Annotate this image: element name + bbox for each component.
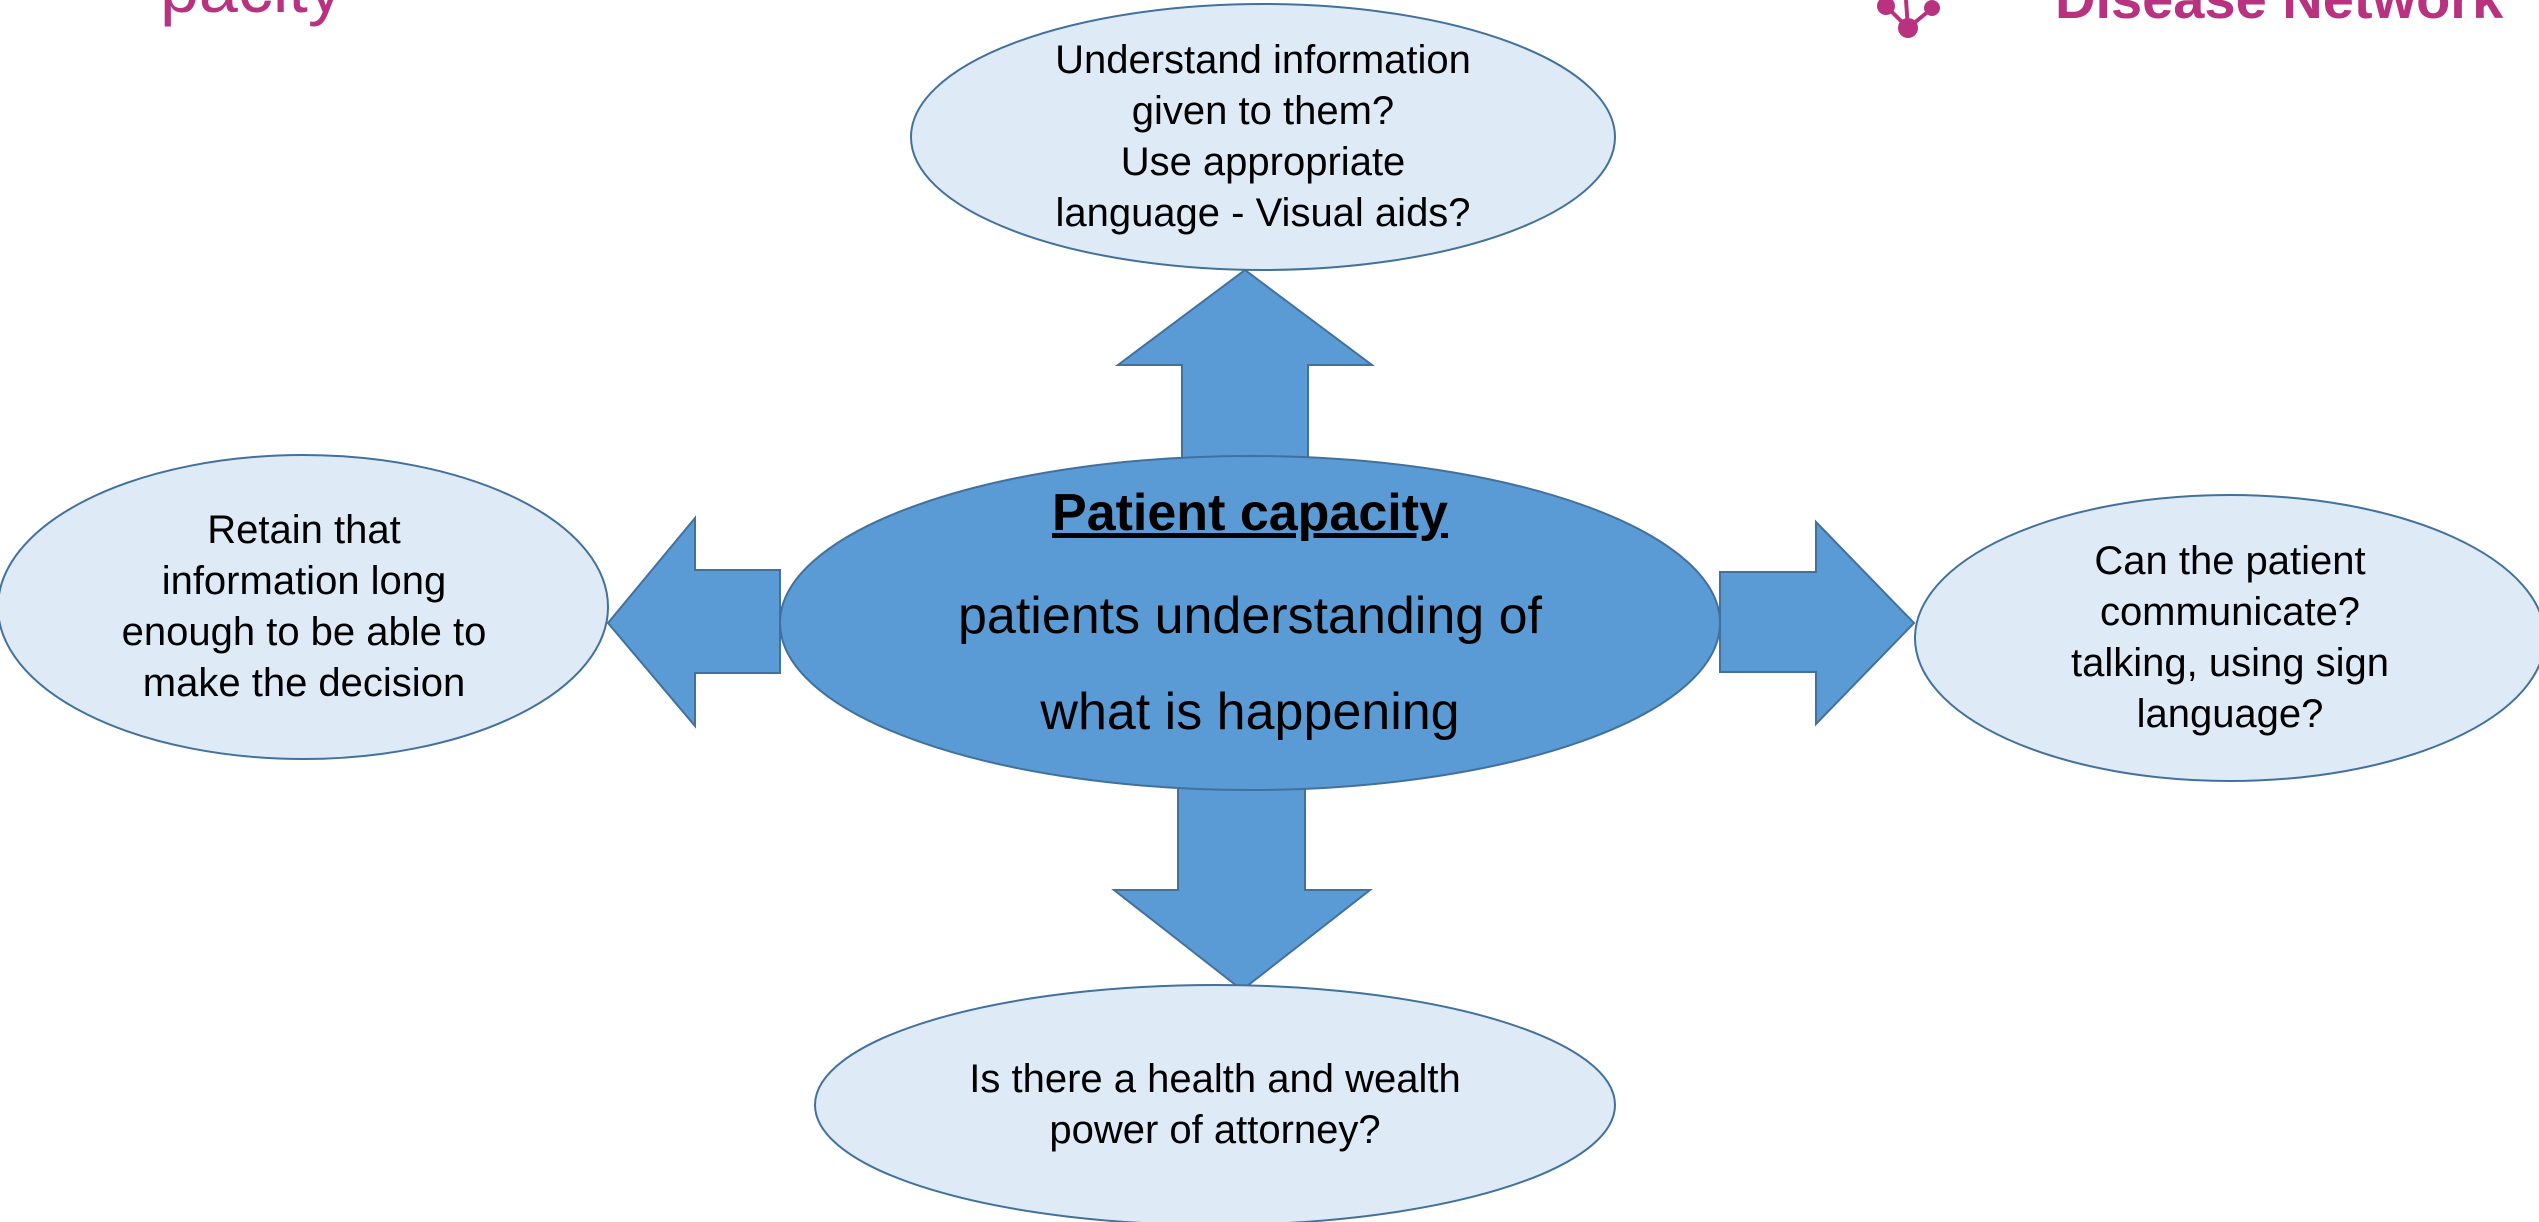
center-node: Patient capacity patients understanding … xyxy=(780,470,1720,770)
right-node-line: Can the patient xyxy=(2094,539,2366,583)
bottom-node-line: Is there a health and wealth xyxy=(969,1057,1461,1101)
top-node-line: Use appropriate xyxy=(1120,140,1406,184)
bottom-node: Is there a health and wealth power of at… xyxy=(815,1003,1615,1207)
left-node-line: enough to be able to xyxy=(121,610,487,654)
center-ellipse xyxy=(779,455,1721,791)
left-node-ellipse xyxy=(0,454,609,760)
slide-title-fragment: pacity xyxy=(160,0,343,28)
center-node-title: Patient capacity xyxy=(1052,484,1448,542)
up-arrow-icon xyxy=(1114,268,1376,461)
left-node-line: information long xyxy=(161,559,447,603)
top-node-line: language - Visual aids? xyxy=(1055,191,1471,235)
top-node: Understand information given to them? Us… xyxy=(911,4,1615,270)
right-node-ellipse xyxy=(1914,494,2539,782)
bottom-node-ellipse xyxy=(814,984,1616,1222)
center-node-line: patients understanding of xyxy=(958,587,1542,645)
right-node-line: talking, using sign xyxy=(2071,641,2389,685)
left-node-line: Retain that xyxy=(207,508,401,552)
left-arrow-icon xyxy=(606,515,781,729)
organisation-name-fragment: Disease Network xyxy=(2055,0,2503,31)
center-node-line: what is happening xyxy=(1040,683,1460,741)
top-node-line: given to them? xyxy=(1131,89,1395,133)
down-arrow-icon xyxy=(1111,787,1373,992)
right-node-line: communicate? xyxy=(2099,590,2361,634)
top-node-line: Understand information xyxy=(1055,38,1471,82)
top-node-ellipse xyxy=(910,3,1616,271)
left-node: Retain that information long enough to b… xyxy=(0,455,608,759)
right-node: Can the patient communicate? talking, us… xyxy=(1915,495,2539,781)
bottom-node-line: power of attorney? xyxy=(1049,1108,1381,1152)
left-node-line: make the decision xyxy=(142,661,466,705)
right-node-line: language? xyxy=(2136,692,2324,736)
network-logo-icon xyxy=(1877,0,1940,38)
right-arrow-icon xyxy=(1719,519,1916,727)
